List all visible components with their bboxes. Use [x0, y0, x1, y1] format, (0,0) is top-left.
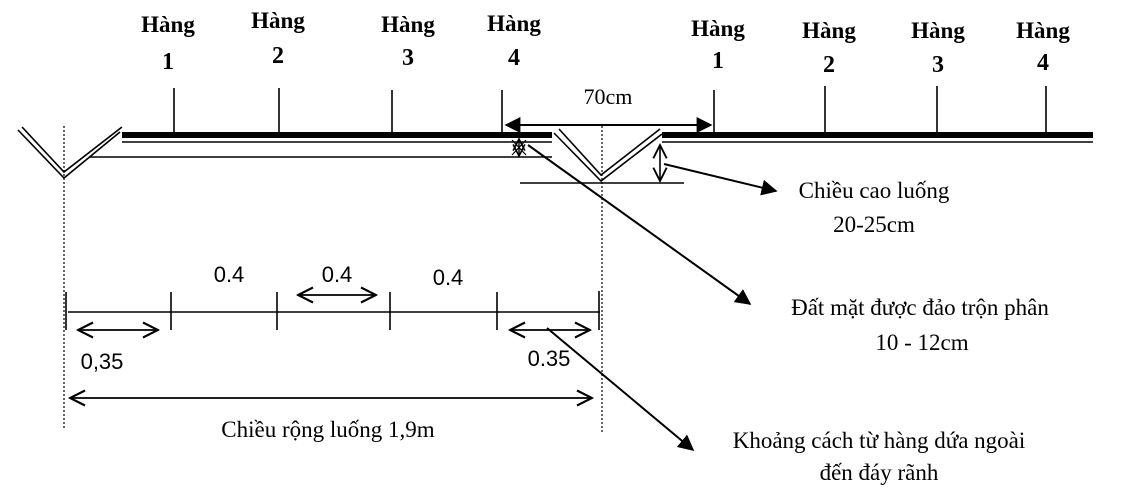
topsoil-leader [527, 144, 752, 305]
left-row-2-number: 2 [272, 43, 284, 69]
outer-left-spacing-label: 0,35 [81, 349, 124, 374]
inner-spacing-label-1: 0.4 [214, 262, 245, 287]
spacing-scale [65, 291, 600, 330]
right-row-2-number: 2 [823, 52, 835, 78]
outer-right-spacing-label: 0.35 [528, 346, 571, 371]
right-row-3-number: 3 [932, 52, 944, 78]
topsoil-cross-mark-2 [511, 139, 527, 156]
left-row-4-label: Hàng [487, 11, 541, 36]
left-bed-row-labels: Hàng 1 Hàng 2 Hàng 3 Hàng 4 [141, 8, 541, 75]
inner-spacing-label-3: 0.4 [433, 265, 464, 290]
left-row-1-number: 1 [162, 49, 174, 75]
left-furrow-outer [17, 129, 121, 180]
right-row-3-label: Hàng [911, 18, 965, 43]
right-bed-row-labels: Hàng 1 Hàng 2 Hàng 3 Hàng 4 [691, 16, 1070, 78]
edge-distance-note-line2: đến đáy rãnh [820, 460, 939, 485]
edge-distance-note-line1: Khoảng cách từ hàng dứa ngoài [733, 428, 1026, 453]
left-row-1-label: Hàng [141, 12, 195, 37]
left-row-3-label: Hàng [381, 12, 435, 37]
inner-spacing-label-2: 0.4 [322, 262, 353, 287]
left-row-3-number: 3 [402, 45, 414, 71]
annotations: Chiều cao luống 20-25cm Đất mặt được đảo… [733, 178, 1050, 485]
middle-furrow-outer [553, 132, 663, 183]
middle-furrow-inner [558, 128, 661, 177]
bed-surfaces [90, 132, 1093, 158]
furrow-centerlines [63, 126, 603, 432]
bed-height-note-line1: Chiều cao luống [799, 178, 950, 203]
bed-width-label: Chiều rộng luống 1,9m [221, 417, 434, 442]
left-row-2-label: Hàng [251, 8, 305, 33]
topsoil-note-line2: 10 - 12cm [875, 330, 968, 355]
topsoil-note-line1: Đất mặt được đảo trộn phân [791, 295, 1049, 320]
right-row-1-number: 1 [712, 48, 724, 74]
furrow-gap-label: 70cm [584, 84, 633, 109]
topsoil-indicator [511, 139, 752, 305]
bed-height-note-line2: 20-25cm [833, 212, 915, 237]
right-row-2-label: Hàng [802, 18, 856, 43]
spacing-labels: 0,35 0.4 0.4 0.4 0.35 Chiều rộng luống 1… [81, 262, 571, 442]
left-row-4-number: 4 [508, 45, 520, 71]
right-row-4-number: 4 [1037, 50, 1049, 76]
spacing-arrows [70, 295, 695, 452]
right-row-4-label: Hàng [1016, 18, 1070, 43]
bed-height-indicator [520, 145, 778, 196]
edge-distance-leader [546, 327, 695, 452]
bed-height-leader [663, 163, 778, 196]
right-row-1-label: Hàng [691, 16, 745, 41]
furrow-gap-dimension: 70cm [504, 84, 713, 133]
row-markers [173, 86, 1047, 134]
